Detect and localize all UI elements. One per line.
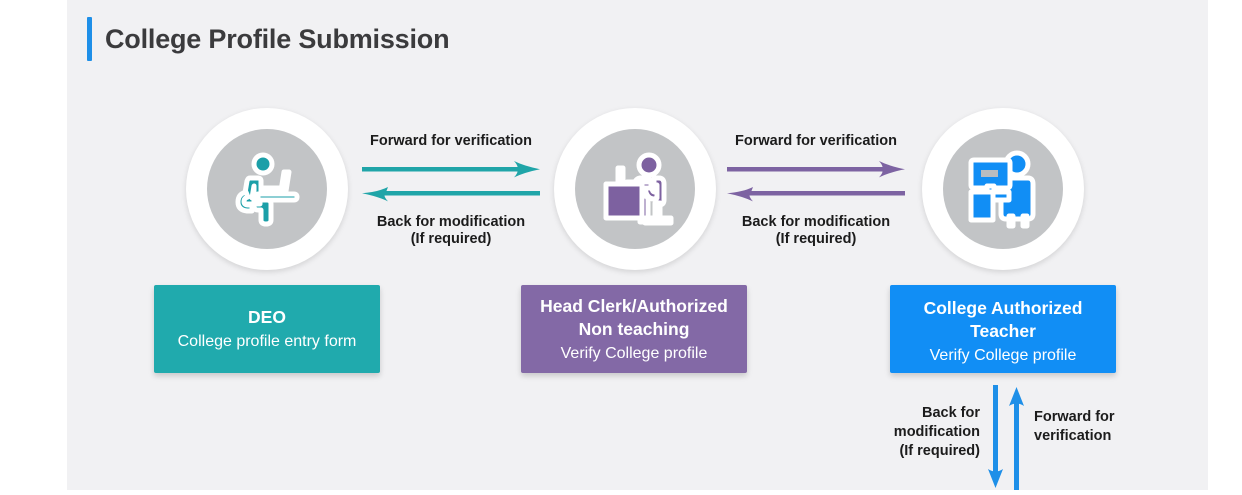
vertical-forward-label-line1: Forward for [1034, 409, 1115, 425]
arrow-pair [716, 161, 916, 205]
role-title: DEO [248, 307, 286, 327]
connector-teacher-loop: Back for modification (If required) Forw… [870, 385, 1130, 490]
role-subtitle: College profile entry form [177, 333, 357, 350]
role-box-deo: DEO College profile entry form [154, 285, 380, 373]
role-box-college-teacher: College Authorized Teacher Verify Colleg… [890, 285, 1116, 373]
role-title-line1: College Authorized [923, 298, 1083, 318]
vertical-forward-label-line2: verification [1034, 428, 1112, 444]
connector-forward-label: Forward for verification [370, 133, 532, 149]
node-deo-avatar [186, 108, 348, 270]
person-at-desk-icon [593, 148, 677, 230]
title-accent-bar [87, 17, 92, 61]
role-subtitle: Verify College profile [929, 347, 1077, 364]
role-box-head-clerk: Head Clerk/Authorized Non teaching Verif… [521, 285, 747, 373]
connector-forward-label: Forward for verification [735, 133, 897, 149]
vertical-arrows [984, 385, 1030, 490]
role-title-line2: Teacher [970, 321, 1036, 341]
arrow-pair [351, 161, 551, 205]
node-head-clerk-avatar [554, 108, 716, 270]
connector-head-clerk-to-teacher: Forward for verification Back for modifi… [716, 133, 916, 248]
page-title: College Profile Submission [105, 23, 450, 54]
vertical-back-label: Back for modification (If required) [870, 404, 980, 461]
connector-back-label-line1: Back for modification [376, 214, 526, 230]
connector-back-label-line2: (If required) [775, 231, 857, 247]
connector-back-label-line2: (If required) [410, 231, 492, 247]
bidirectional-arrows-icon [362, 161, 540, 202]
bidirectional-arrows-icon [727, 161, 905, 202]
page-header: College Profile Submission [87, 17, 450, 61]
connector-back-label: Back for modification (If required) [716, 214, 916, 248]
vertical-back-label-line2: modification [893, 424, 980, 440]
connector-deo-to-head-clerk: Forward for verification Back for modifi… [351, 133, 551, 248]
role-title: College Authorized Teacher [890, 297, 1116, 343]
circle-inner-disc [575, 129, 695, 249]
circle-inner-disc [207, 129, 327, 249]
vertical-forward-label: Forward for verification [1034, 408, 1130, 446]
node-college-teacher-avatar [922, 108, 1084, 270]
vertical-back-label-line1: Back for [921, 405, 980, 421]
person-with-laptop-icon [226, 148, 308, 230]
vertical-back-label-line3: (If required) [899, 443, 980, 459]
role-title-line2: Non teaching [578, 319, 690, 339]
up-down-arrows-icon [988, 385, 1024, 490]
circle-inner-disc [943, 129, 1063, 249]
role-title-line1: Head Clerk/Authorized [540, 296, 728, 316]
person-with-monitor-icon [961, 148, 1045, 230]
connector-back-label-line1: Back for modification [741, 214, 891, 230]
connector-back-label: Back for modification (If required) [351, 214, 551, 248]
role-subtitle: Verify College profile [560, 345, 708, 362]
role-title: Head Clerk/Authorized Non teaching [521, 295, 747, 341]
